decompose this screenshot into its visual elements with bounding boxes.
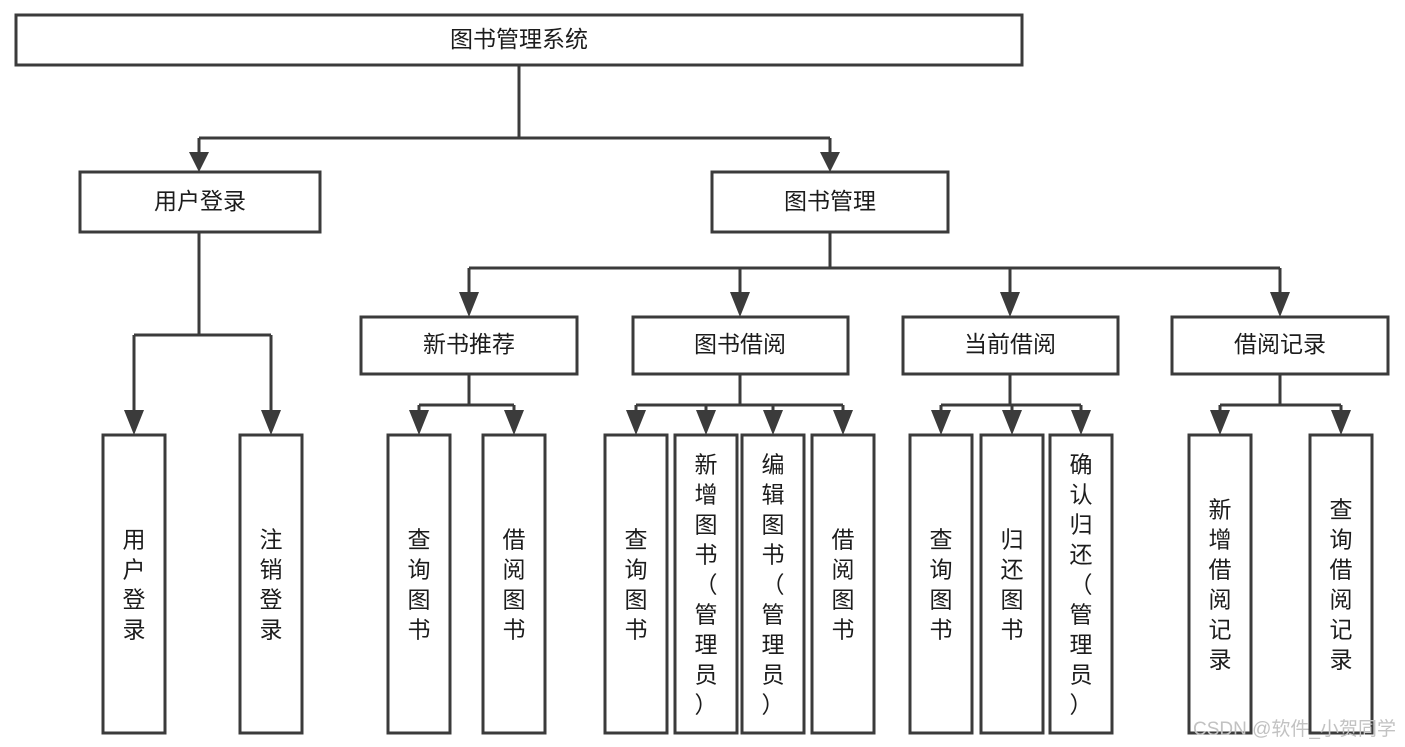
csdn-watermark: CSDN @软件_小贺同学	[1193, 718, 1396, 740]
arrow-leaf-query-record	[1331, 410, 1351, 435]
node-leaf-query-book-rec[interactable]: 查询图书	[386, 433, 452, 735]
arrow-leaf-user-login	[124, 410, 144, 435]
node-leaf-query-book-rec-label: 查询图书	[408, 526, 431, 642]
node-leaf-edit-book[interactable]: 编辑图书（管理员）	[740, 433, 806, 735]
node-book-manage-label: 图书管理	[784, 188, 876, 214]
node-current-borrow-box[interactable]	[901, 315, 1120, 376]
connector-layer	[124, 65, 1351, 435]
node-user-login-box[interactable]	[78, 170, 322, 234]
node-book-borrow[interactable]: 图书借阅	[631, 315, 850, 376]
node-root-box[interactable]	[14, 13, 1024, 67]
node-root[interactable]: 图书管理系统	[14, 13, 1024, 67]
arrow-leaf-edit-book	[763, 410, 783, 435]
arrow-to-book-manage	[820, 152, 840, 172]
node-book-borrow-label: 图书借阅	[694, 331, 786, 357]
node-leaf-edit-book-label: 编辑图书（管理员）	[762, 451, 785, 717]
node-leaf-return-book[interactable]: 归还图书	[979, 433, 1045, 735]
node-leaf-query-record[interactable]: 查询借阅记录	[1308, 433, 1374, 735]
node-layer: 图书管理系统 用户登录 图书管理 新书推荐 图书借阅 当前	[14, 13, 1390, 735]
node-new-book-rec-label: 新书推荐	[423, 331, 515, 357]
node-new-book-rec-box[interactable]	[359, 315, 579, 376]
node-current-borrow[interactable]: 当前借阅	[901, 315, 1120, 376]
node-leaf-confirm-return-box[interactable]	[1048, 433, 1114, 735]
arrow-to-book-borrow	[730, 292, 750, 317]
node-leaf-borrow-book-label: 借阅图书	[832, 526, 855, 642]
node-borrow-record[interactable]: 借阅记录	[1170, 315, 1390, 376]
node-leaf-user-login-label: 用户登录	[123, 526, 146, 642]
node-leaf-add-record[interactable]: 新增借阅记录	[1187, 433, 1253, 735]
node-book-manage[interactable]: 图书管理	[710, 170, 950, 234]
node-leaf-query-book-rec-box[interactable]	[386, 433, 452, 735]
node-leaf-user-logout-box[interactable]	[238, 433, 304, 735]
node-leaf-borrow-book-rec-label: 借阅图书	[503, 526, 526, 642]
node-leaf-confirm-return[interactable]: 确认归还（管理员）	[1048, 433, 1114, 735]
node-leaf-borrow-book-rec[interactable]: 借阅图书	[481, 433, 547, 735]
node-leaf-user-login-box[interactable]	[101, 433, 167, 735]
node-user-login-label: 用户登录	[154, 188, 246, 214]
node-leaf-query-record-label: 查询借阅记录	[1330, 496, 1353, 672]
node-new-book-rec[interactable]: 新书推荐	[359, 315, 579, 376]
node-leaf-add-record-label: 新增借阅记录	[1209, 496, 1232, 672]
arrow-to-new-book-rec	[459, 292, 479, 317]
node-book-borrow-box[interactable]	[631, 315, 850, 376]
node-leaf-query-book-borrow-label: 查询图书	[625, 526, 648, 642]
arrow-leaf-borrow-book-rec	[504, 410, 524, 435]
arrow-leaf-return-book	[1002, 410, 1022, 435]
node-leaf-add-record-box[interactable]	[1187, 433, 1253, 735]
node-leaf-query-record-box[interactable]	[1308, 433, 1374, 735]
arrow-leaf-add-record	[1210, 410, 1230, 435]
arrow-leaf-query-book-rec	[409, 410, 429, 435]
node-leaf-return-book-box[interactable]	[979, 433, 1045, 735]
node-leaf-user-logout-label: 注销登录	[260, 526, 283, 642]
node-leaf-query-book-cur-box[interactable]	[908, 433, 974, 735]
node-leaf-borrow-book-box[interactable]	[810, 433, 876, 735]
node-borrow-record-box[interactable]	[1170, 315, 1390, 376]
arrow-to-current-borrow	[1000, 292, 1020, 317]
arrow-leaf-confirm-return	[1071, 410, 1091, 435]
leaf-nodes: 用户登录 注销登录 查询图书 借阅图书 查询图书	[101, 433, 1374, 735]
node-leaf-query-book-cur[interactable]: 查询图书	[908, 433, 974, 735]
node-leaf-add-book[interactable]: 新增图书（管理员）	[673, 433, 739, 735]
node-user-login[interactable]: 用户登录	[78, 170, 322, 234]
node-book-manage-box[interactable]	[710, 170, 950, 234]
arrow-leaf-borrow-book	[833, 410, 853, 435]
arrow-leaf-user-logout	[261, 410, 281, 435]
arrow-leaf-query-book-cur	[931, 410, 951, 435]
node-leaf-user-login[interactable]: 用户登录	[101, 433, 167, 735]
node-root-label: 图书管理系统	[450, 26, 588, 52]
node-leaf-edit-book-box[interactable]	[740, 433, 806, 735]
node-leaf-add-book-box[interactable]	[673, 433, 739, 735]
arrow-to-user-login	[189, 152, 209, 172]
arrow-to-borrow-record	[1270, 292, 1290, 317]
node-leaf-add-book-label: 新增图书（管理员）	[695, 451, 718, 717]
node-current-borrow-label: 当前借阅	[964, 331, 1056, 357]
node-leaf-return-book-label: 归还图书	[1001, 526, 1024, 642]
node-leaf-query-book-borrow[interactable]: 查询图书	[603, 433, 669, 735]
node-leaf-borrow-book-rec-box[interactable]	[481, 433, 547, 735]
arrow-leaf-add-book	[696, 410, 716, 435]
node-borrow-record-label: 借阅记录	[1234, 331, 1326, 357]
node-leaf-confirm-return-label: 确认归还（管理员）	[1070, 451, 1093, 717]
node-leaf-user-logout[interactable]: 注销登录	[238, 433, 304, 735]
node-leaf-query-book-borrow-box[interactable]	[603, 433, 669, 735]
node-leaf-borrow-book[interactable]: 借阅图书	[810, 433, 876, 735]
node-leaf-query-book-cur-label: 查询图书	[930, 526, 953, 642]
arrow-leaf-query-book-borrow	[626, 410, 646, 435]
